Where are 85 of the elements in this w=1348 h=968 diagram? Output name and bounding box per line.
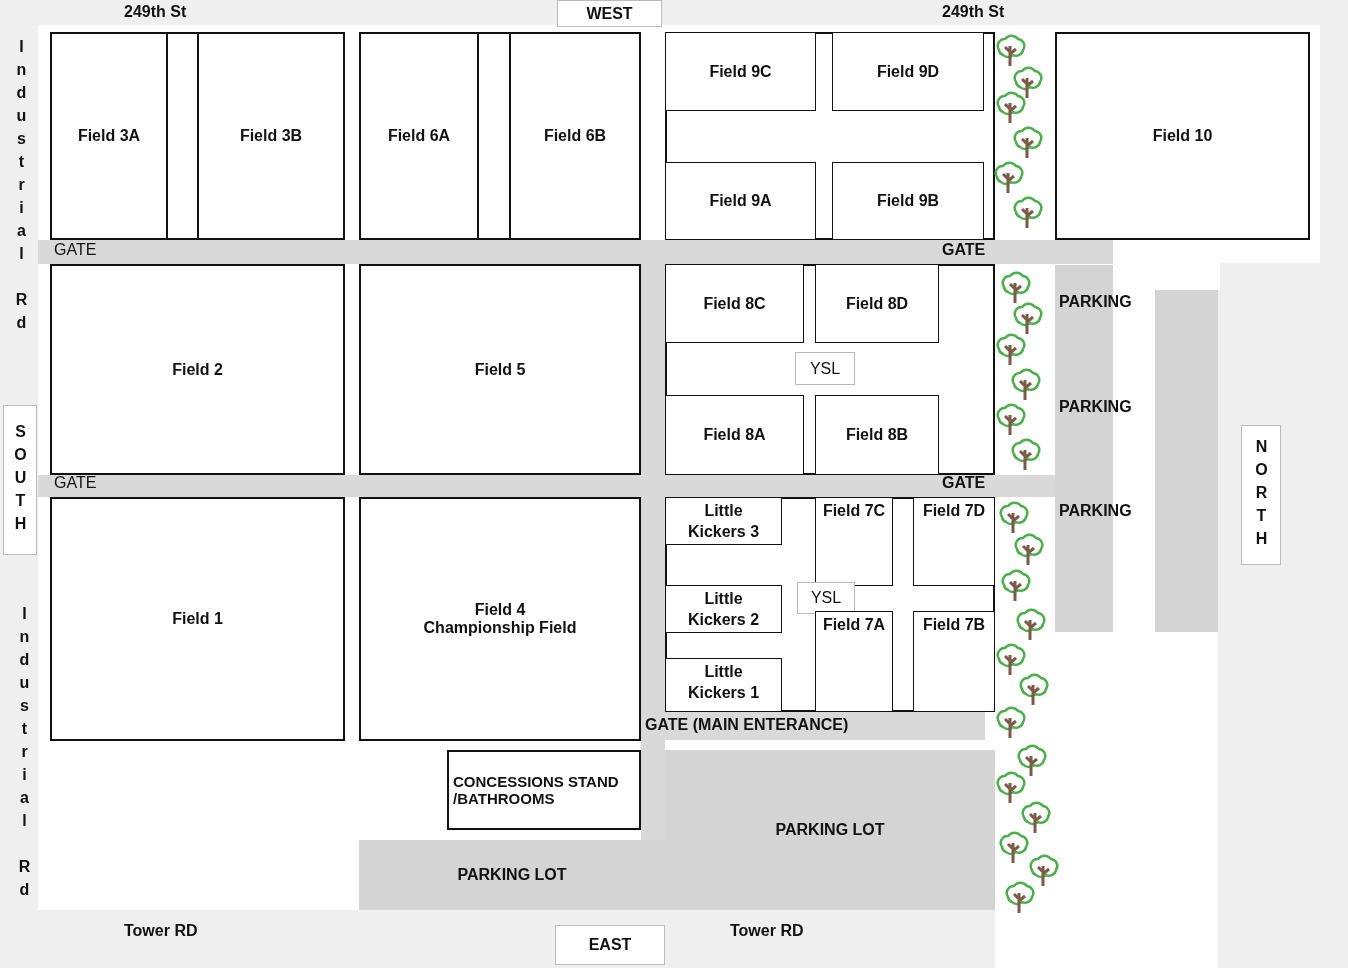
area-label: PARKING xyxy=(1059,397,1132,416)
field-name: Field 8B xyxy=(845,426,909,444)
area-label: PARKING LOT xyxy=(775,821,885,839)
field-box xyxy=(832,162,984,240)
field-name: Field 5 xyxy=(474,360,526,379)
field-name: Field 3B xyxy=(239,127,303,145)
street-label: 249th St xyxy=(942,3,1005,21)
field-name: Little Kickers 1 xyxy=(686,662,761,703)
compass-label: SOUTH xyxy=(11,422,29,538)
gate-label: GATE xyxy=(942,474,986,492)
road-label: Industrial Rd xyxy=(12,38,30,337)
field-box xyxy=(815,497,893,586)
field-name: Field 9D xyxy=(876,62,940,81)
field-name: Field 8D xyxy=(845,294,909,313)
field-name: Field 7A xyxy=(822,616,886,634)
field-name: Field 7B xyxy=(922,616,986,634)
field-box xyxy=(359,264,641,475)
area-label: PARKING LOT xyxy=(457,866,567,884)
field-box xyxy=(665,497,782,545)
compass-label: WEST xyxy=(586,4,633,23)
compass-label: NORTH xyxy=(1252,437,1270,553)
field-box xyxy=(913,497,995,586)
sign-text: YSL xyxy=(809,359,841,378)
sign-text: YSL xyxy=(810,589,842,607)
road-label: Industrial Rd xyxy=(15,605,33,904)
area-label: PARKING xyxy=(1059,293,1132,311)
street-label: Tower RD xyxy=(124,922,198,940)
field-box xyxy=(815,395,939,475)
field-name: Field 8C xyxy=(703,294,766,313)
direction-label xyxy=(555,925,665,965)
field-name: Field 7C xyxy=(822,502,886,520)
parking-lot xyxy=(665,750,995,910)
field-name: Championship Field xyxy=(423,619,577,637)
field-complex xyxy=(665,497,995,712)
gate-label: GATE xyxy=(942,241,986,259)
direction-label xyxy=(3,405,37,555)
field-name: Field 9C xyxy=(709,62,772,81)
gate-label: GATE xyxy=(54,474,97,492)
field-name: Field 4 xyxy=(474,601,526,619)
field-name: Field 8A xyxy=(703,426,766,444)
field-name: Field 9A xyxy=(709,192,772,210)
field-name: Field 3A xyxy=(77,127,141,145)
gate-label: GATE (MAIN ENTERANCE) xyxy=(645,716,849,734)
sign-box xyxy=(797,582,855,614)
area-label: PARKING xyxy=(1059,502,1132,520)
field-name: Little Kickers 2 xyxy=(686,589,761,630)
parking-area xyxy=(1155,290,1218,632)
parking-lot xyxy=(359,840,665,910)
field-box xyxy=(197,32,345,240)
field-box xyxy=(665,395,804,475)
sign-box xyxy=(795,352,855,385)
field-box xyxy=(50,32,168,240)
field-name: Field 2 xyxy=(172,360,223,379)
field-box xyxy=(665,658,782,712)
field-box xyxy=(50,264,345,475)
field-name: Field 10 xyxy=(1152,127,1213,145)
field-name: Field 6B xyxy=(543,127,607,145)
gate-label: GATE xyxy=(54,241,97,259)
field-complex xyxy=(665,264,995,475)
field-box xyxy=(815,611,893,712)
field-box xyxy=(665,162,816,240)
field-name: Field 7D xyxy=(922,502,986,520)
field-box xyxy=(832,32,984,111)
field-name: Field 1 xyxy=(172,610,223,628)
field-box xyxy=(509,32,641,240)
field-name: Little Kickers 3 xyxy=(686,501,761,542)
field-box xyxy=(913,611,995,712)
field-box xyxy=(815,264,939,343)
field-box xyxy=(665,32,816,111)
field-box xyxy=(359,497,641,741)
street-label: Tower RD xyxy=(730,922,804,940)
field-name: CONCESSIONS STAND /BATHROOMS xyxy=(453,773,620,807)
direction-label xyxy=(557,0,662,27)
field-box xyxy=(50,497,345,741)
field-box xyxy=(1055,32,1310,240)
field-box xyxy=(665,264,804,343)
compass-label: EAST xyxy=(588,936,632,954)
field-box xyxy=(665,585,782,633)
field-box xyxy=(359,32,479,240)
field-name: Field 9B xyxy=(876,192,940,210)
direction-label xyxy=(1241,425,1281,565)
field-name: Field 6A xyxy=(387,127,451,145)
street-label: 249th St xyxy=(124,3,187,21)
field-complex xyxy=(665,32,995,240)
building-box xyxy=(447,750,641,830)
